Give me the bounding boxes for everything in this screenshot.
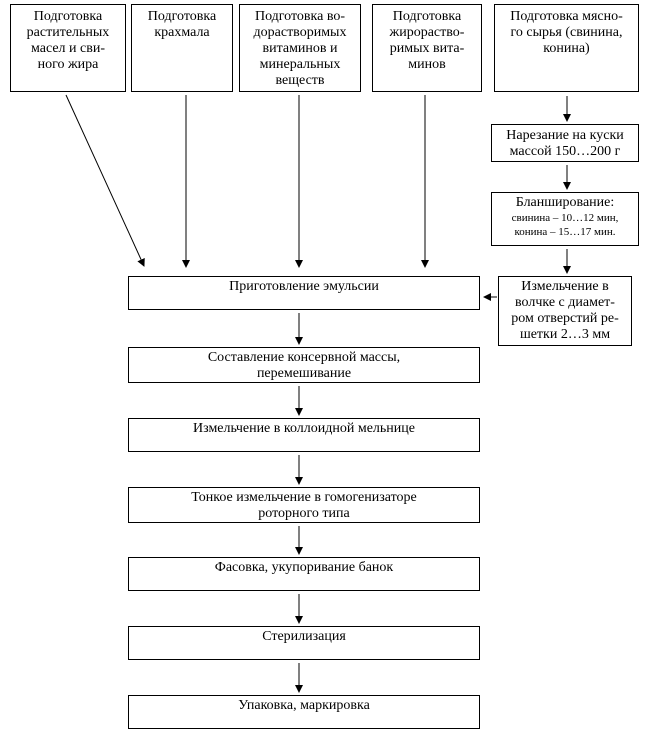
box-packing: Фасовка, укупоривание банок — [128, 557, 480, 591]
box-text-line: Приготовление эмульсии — [229, 279, 379, 294]
box-text-line: массой 150…200 г — [509, 144, 621, 159]
box-text-line: конина) — [543, 41, 590, 56]
box-emulsion: Приготовление эмульсии — [128, 276, 480, 310]
box-labeling: Упаковка, маркировка — [128, 695, 480, 729]
box-text-line: Составление консервной массы, — [207, 350, 401, 365]
box-text-line: Подготовка мясно- — [510, 9, 623, 24]
box-text-line: Стерилизация — [262, 629, 346, 644]
box-text-line: Нарезание на куски — [506, 128, 624, 143]
box-prep-oils-fat: Подготовка растительных масел и сви- ног… — [10, 4, 126, 92]
box-text-line: Подготовка — [33, 9, 103, 24]
box-text-line: витаминов и — [262, 41, 338, 56]
box-text-line: Подготовка во- — [254, 9, 346, 24]
box-text-line: минов — [408, 57, 446, 72]
box-compose-mass: Составление консервной массы, перемешива… — [128, 347, 480, 383]
box-text-line: крахмала — [154, 25, 210, 40]
box-colloid-mill: Измельчение в коллоидной мельнице — [128, 418, 480, 452]
box-sterilization: Стерилизация — [128, 626, 480, 660]
box-prep-meat: Подготовка мясно- го сырья (свинина, кон… — [494, 4, 639, 92]
box-text-line: Подготовка — [392, 9, 462, 24]
box-text-line: шетки 2…3 мм — [519, 327, 611, 342]
box-text-line: Измельчение в коллоидной мельнице — [193, 421, 415, 436]
box-text-line: перемешивание — [256, 366, 352, 381]
box-text-line: Бланширование: — [515, 195, 615, 210]
box-text-line: жирораство- — [389, 25, 465, 40]
arrow-oils-to-emulsion — [65, 94, 145, 267]
box-text-line: конина – 15…17 мин. — [514, 226, 616, 238]
box-text-line: минеральных — [259, 57, 341, 72]
box-text-line: Тонкое измельчение в гомогенизаторе — [191, 490, 417, 505]
box-mincer-grinding: Измельчение в волчке с диамет- ром отвер… — [498, 276, 632, 346]
box-text-line: свинина – 10…12 мин, — [511, 212, 619, 224]
box-text-line: ром отверстий ре- — [511, 311, 619, 326]
box-cutting: Нарезание на куски массой 150…200 г — [491, 124, 639, 162]
box-text-line: волчке с диамет- — [515, 295, 615, 310]
box-text-line: Измельчение в — [521, 279, 609, 294]
box-text-line: римых вита- — [389, 41, 465, 56]
box-text-line: го сырья (свинина, — [510, 25, 623, 40]
box-prep-water-vitamins: Подготовка во- дорастворимых витаминов и… — [239, 4, 361, 92]
box-text-line: Подготовка — [147, 9, 217, 24]
box-text-line: Фасовка, укупоривание банок — [214, 560, 394, 575]
box-text-line: Упаковка, маркировка — [238, 698, 370, 713]
box-text-line: дорастворимых — [253, 25, 347, 40]
box-text-line: роторного типа — [258, 506, 350, 521]
box-text-line: ного жира — [37, 57, 99, 72]
box-text-line: растительных — [26, 25, 110, 40]
box-blanching: Бланширование: свинина – 10…12 мин, кони… — [491, 192, 639, 246]
box-homogenizer: Тонкое измельчение в гомогенизаторе рото… — [128, 487, 480, 523]
box-prep-fat-vitamins: Подготовка жирораство- римых вита- минов — [372, 4, 482, 92]
box-text-line: масел и сви- — [30, 41, 106, 56]
box-text-line: веществ — [275, 73, 325, 88]
box-prep-starch: Подготовка крахмала — [131, 4, 233, 92]
